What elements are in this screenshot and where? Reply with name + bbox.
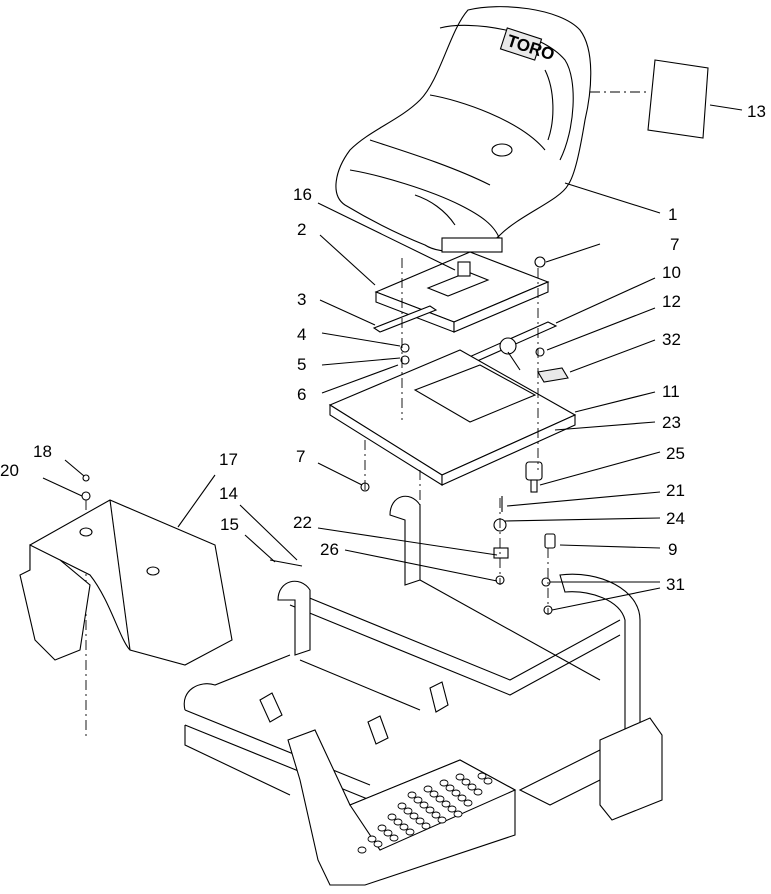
foot-plate-hole — [407, 791, 417, 799]
callout-13: 13 — [747, 102, 766, 121]
foot-plate-hole — [445, 784, 455, 792]
foot-plate-hole — [473, 788, 483, 796]
foot-plate-hole — [425, 806, 435, 814]
foot-plate-hole — [447, 805, 457, 813]
callout-31: 31 — [666, 575, 685, 594]
foot-plate-hole — [405, 828, 415, 836]
callout-21: 21 — [666, 481, 685, 500]
foot-plate-hole — [409, 812, 419, 820]
foot-plate-hole — [451, 789, 461, 797]
callout-labels: 1 2 3 4 5 6 7 7 9 10 11 12 13 14 15 16 1… — [0, 102, 766, 594]
foot-plate-hole — [429, 790, 439, 798]
foot-plate-hole — [441, 800, 451, 808]
foot-plate-hole — [397, 802, 407, 810]
callout-7-top: 7 — [670, 235, 679, 254]
foot-plate-hole — [435, 795, 445, 803]
foot-plate-hole — [421, 822, 431, 830]
callout-16: 16 — [293, 185, 312, 204]
foot-plate-hole — [453, 810, 463, 818]
callout-26: 26 — [320, 540, 339, 559]
frame — [183, 495, 663, 821]
foot-plate-hole — [387, 813, 397, 821]
foot-plate-hole — [431, 811, 441, 819]
foot-plate-hole — [461, 778, 471, 786]
callout-17: 17 — [219, 450, 238, 469]
foot-plate-hole — [367, 835, 377, 843]
callout-12: 12 — [662, 292, 681, 311]
callout-7-bottom: 7 — [296, 447, 305, 466]
foot-plate-hole — [437, 816, 447, 824]
foot-plate-holes — [357, 772, 493, 854]
decal — [647, 59, 709, 139]
callout-leaders — [42, 104, 743, 611]
callout-9: 9 — [668, 540, 677, 559]
callout-6: 6 — [297, 385, 306, 404]
foot-plate-hole — [373, 840, 383, 848]
side-cover — [19, 499, 233, 666]
foot-plate-hole — [423, 785, 433, 793]
callout-2: 2 — [297, 220, 306, 239]
callout-22: 22 — [293, 513, 312, 532]
callout-32: 32 — [662, 330, 681, 349]
foot-plate-hole — [419, 801, 429, 809]
callout-24: 24 — [666, 509, 685, 528]
foot-plate-hole — [477, 772, 487, 780]
foot-platform — [287, 729, 517, 886]
callout-4: 4 — [297, 325, 306, 344]
foot-plate-hole — [357, 846, 367, 854]
foot-plate-hole — [399, 823, 409, 831]
foot-plate-hole — [463, 799, 473, 807]
seat-mount-plate — [374, 251, 550, 333]
foot-plate-hole — [483, 777, 493, 785]
seat-base — [328, 349, 577, 486]
foot-plate-hole — [439, 779, 449, 787]
callout-25: 25 — [666, 444, 685, 463]
callout-18: 18 — [33, 442, 52, 461]
foot-plate-hole — [467, 783, 477, 791]
foot-plate-hole — [415, 817, 425, 825]
foot-plate-hole — [377, 824, 387, 832]
callout-20: 20 — [0, 461, 19, 480]
callout-11: 11 — [662, 382, 680, 401]
foot-plate-hole — [413, 796, 423, 804]
foot-plate-hole — [403, 807, 413, 815]
callout-23: 23 — [662, 413, 681, 432]
callout-15: 15 — [220, 515, 239, 534]
foot-plate-hole — [383, 829, 393, 837]
callout-14: 14 — [219, 484, 238, 503]
foot-plate-hole — [393, 818, 403, 826]
callout-10: 10 — [662, 263, 681, 282]
callout-5: 5 — [297, 355, 306, 374]
callout-3: 3 — [297, 290, 306, 309]
foot-plate-hole — [455, 773, 465, 781]
seat: TORO — [335, 6, 592, 253]
callout-1: 1 — [668, 205, 677, 224]
foot-plate-hole — [389, 834, 399, 842]
foot-plate-hole — [457, 794, 467, 802]
